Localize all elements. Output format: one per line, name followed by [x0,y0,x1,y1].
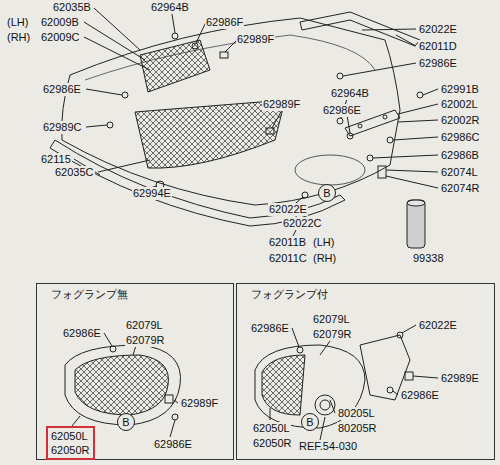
callout-number: 62035C [54,166,95,179]
callout-number: (LH) [312,236,335,249]
callout-number: 62002R [440,114,481,127]
panel-heading: フォグランプ無 [37,285,128,301]
callout-number: 62986E [418,57,458,70]
callout-number: 62079L [125,319,164,332]
part-number: B [306,416,313,428]
callout-number: 62011D [418,40,458,53]
inset-panel: フォグランプ無 B 62050L62050R [36,283,234,460]
callout-number: 62022C [282,217,323,230]
callout-number: 62074L [440,166,479,179]
callout-number: (RH) [6,31,31,44]
callout-number: (RH) [312,252,337,265]
callout-number: REF.54-030 [298,440,358,453]
reference-circle: B [117,413,135,431]
reference-circle: B [301,413,319,431]
callout-number: 62079R [125,334,166,347]
callout-number: 62994E [132,187,172,200]
callout-number: 62989C [42,121,83,134]
callout-number: 99338 [412,252,445,265]
part-number: B [122,416,129,428]
callout-number: (LH) [6,16,29,29]
callout-number: 62989F [180,397,219,410]
callout-number: 62964B [150,1,190,14]
callout-number: 62022E [418,23,458,36]
callout-number: 62986F [205,16,244,29]
callout-number: 62964B [330,87,370,100]
callout-number: 62050R [252,437,293,450]
callout-number: 62986E [153,438,193,451]
callout-number: 62986E [400,389,440,402]
callout-number: 62989E [440,372,480,385]
callout-number: 62986C [440,131,481,144]
part-number: 62050L [51,429,90,443]
callout-number: 62991B [440,83,480,96]
callout-number: 62115 [40,153,72,166]
reference-circle: B [318,184,336,202]
callout-number: 62986E [42,83,82,96]
callout-number: 62986E [322,104,362,117]
callout-number: 62079L [312,313,351,326]
part-number: 62050R [51,443,90,457]
callout-number: 62011C [268,252,308,265]
callout-number: 62989F [262,98,301,111]
callout-number: 62009B [40,16,80,29]
callout-number: 62986E [62,327,102,340]
callout-number: 62079R [312,328,353,341]
callout-number: 80205L [337,407,376,420]
callout-number: 62986B [440,149,480,162]
callout-number: 62009C [40,31,81,44]
callout-number: 62022E [268,203,308,216]
highlight-box: 62050L62050R [46,426,95,460]
callout-number: 62050L [252,422,291,435]
callout-number: 62011B [268,236,307,249]
panel-heading: フォグランプ付 [237,285,328,301]
callout-number: 80205R [337,422,378,435]
callout-number: 62989F [236,33,275,46]
callout-number: 62002L [440,98,479,111]
callout-number: 62986E [250,322,290,335]
callout-number: 62022E [418,319,458,332]
part-number: B [323,187,330,199]
callout-number: 62074R [440,182,481,195]
callout-number: 62035B [52,1,92,14]
